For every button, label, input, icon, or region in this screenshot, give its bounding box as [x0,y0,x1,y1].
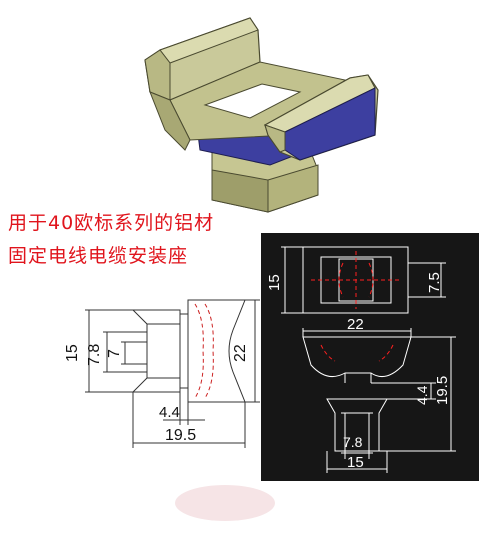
dim-width-tab: 4.4 [159,404,180,421]
isometric-render [144,17,379,213]
cad-dim-height-total: 19.5 [434,376,451,405]
dim-height-total: 22 [232,344,249,362]
cad-dim-width-top: 22 [347,316,364,333]
cad-dim-width-slot: 7.8 [343,434,363,450]
caption-line-2: 固定电线电缆安装座 [8,245,189,267]
cad-drawing: 15 7.5 22 4.4 19.5 7.8 15 [266,246,456,473]
cad-dim-height-step: 4.4 [414,385,430,405]
caption-line-1: 用于40欧标系列的铝材 [8,212,215,234]
dim-width-total: 19.5 [165,427,196,444]
side-view-drawing: 15 7.8 7 22 4.4 19.5 [64,299,260,448]
dim-height-mid: 7.8 [86,344,103,366]
cad-drawing-panel: 15 7.5 22 4.4 19.5 7.8 15 [261,233,479,481]
dim-height-inner: 7 [106,349,123,358]
background-smudge [175,485,275,521]
cad-dim-top-width: 15 [266,274,283,291]
cad-dim-width-base: 15 [347,454,364,471]
dim-height-outer: 15 [64,344,81,362]
cad-dim-top-slot: 7.5 [426,272,443,293]
